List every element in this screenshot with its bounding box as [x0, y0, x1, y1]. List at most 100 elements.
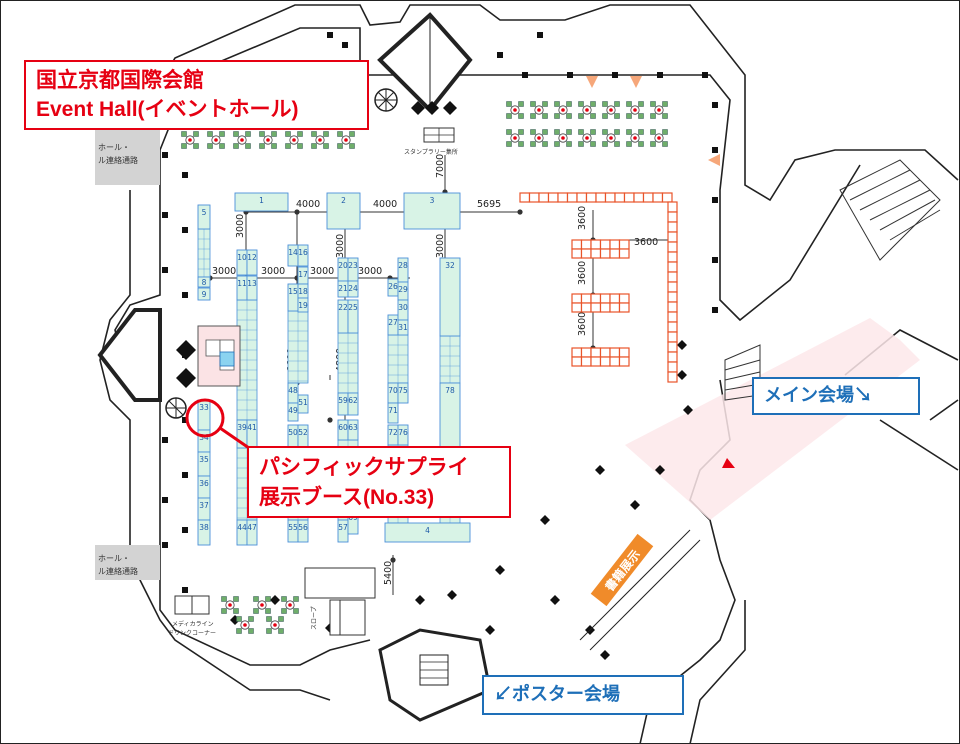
- poster-panel[interactable]: [609, 356, 621, 367]
- poster-panel[interactable]: [614, 192, 626, 203]
- poster-panel[interactable]: [576, 192, 588, 203]
- booth-5[interactable]: [197, 204, 211, 230]
- poster-panel[interactable]: [652, 192, 664, 203]
- poster-panel[interactable]: [580, 356, 592, 367]
- poster-panel[interactable]: [667, 201, 678, 213]
- poster-panel[interactable]: [590, 248, 602, 259]
- main-hall-link[interactable]: メイン会場↘: [752, 377, 920, 415]
- booth-47[interactable]: [246, 519, 258, 546]
- booth-25[interactable]: [347, 299, 359, 334]
- poster-panel[interactable]: [667, 221, 678, 233]
- poster-panel[interactable]: [519, 192, 531, 203]
- poster-panel[interactable]: [571, 302, 583, 313]
- booth-1[interactable]: [234, 192, 289, 212]
- poster-panel[interactable]: [618, 347, 630, 358]
- poster-panel[interactable]: [557, 192, 569, 203]
- poster-panel[interactable]: [609, 248, 621, 259]
- poster-panel[interactable]: [580, 239, 592, 250]
- poster-panel[interactable]: [609, 347, 621, 358]
- poster-panel[interactable]: [618, 356, 630, 367]
- poster-panel[interactable]: [618, 248, 630, 259]
- booth-62[interactable]: [347, 392, 359, 416]
- poster-panel[interactable]: [590, 293, 602, 304]
- booth-16[interactable]: [297, 244, 309, 267]
- poster-panel[interactable]: [599, 356, 611, 367]
- poster-panel[interactable]: [580, 302, 592, 313]
- booth-label: 57: [338, 523, 348, 532]
- poster-panel[interactable]: [667, 211, 678, 223]
- poster-panel[interactable]: [667, 291, 678, 303]
- poster-panel[interactable]: [595, 192, 607, 203]
- poster-panel[interactable]: [571, 239, 583, 250]
- poster-panel[interactable]: [599, 248, 611, 259]
- poster-panel[interactable]: [566, 192, 578, 203]
- booth-2[interactable]: [326, 192, 361, 230]
- poster-panel[interactable]: [599, 347, 611, 358]
- booth-3[interactable]: [403, 192, 461, 230]
- poster-panel[interactable]: [667, 331, 678, 343]
- poster-hall-link[interactable]: ↙ポスター会場: [482, 675, 684, 715]
- poster-panel[interactable]: [618, 239, 630, 250]
- poster-panel[interactable]: [604, 192, 616, 203]
- booth-38[interactable]: [197, 519, 211, 546]
- poster-panel[interactable]: [571, 356, 583, 367]
- poster-panel[interactable]: [667, 311, 678, 323]
- poster-panel[interactable]: [667, 231, 678, 243]
- booth-71[interactable]: [387, 402, 399, 424]
- poster-panel[interactable]: [618, 302, 630, 313]
- booth-19[interactable]: [297, 297, 309, 313]
- booth-51[interactable]: [297, 394, 309, 414]
- booth-9[interactable]: [197, 287, 211, 301]
- poster-panel[interactable]: [528, 192, 540, 203]
- poster-panel[interactable]: [667, 361, 678, 373]
- poster-panel[interactable]: [667, 321, 678, 333]
- poster-panel[interactable]: [618, 293, 630, 304]
- poster-panel[interactable]: [667, 301, 678, 313]
- poster-panel[interactable]: [667, 271, 678, 283]
- poster-panel[interactable]: [667, 241, 678, 253]
- poster-panel[interactable]: [571, 347, 583, 358]
- booth-24[interactable]: [347, 280, 359, 298]
- poster-panel[interactable]: [590, 302, 602, 313]
- poster-panel[interactable]: [585, 192, 597, 203]
- poster-panel[interactable]: [609, 239, 621, 250]
- poster-panel[interactable]: [599, 302, 611, 313]
- booth-63[interactable]: [347, 419, 359, 441]
- poster-panel[interactable]: [623, 192, 635, 203]
- poster-panel[interactable]: [590, 356, 602, 367]
- poster-panel[interactable]: [590, 347, 602, 358]
- poster-panel[interactable]: [590, 239, 602, 250]
- poster-panel[interactable]: [667, 281, 678, 293]
- booth-12[interactable]: [246, 249, 258, 276]
- poster-panel[interactable]: [580, 293, 592, 304]
- poster-panel[interactable]: [642, 192, 654, 203]
- poster-panel[interactable]: [580, 347, 592, 358]
- poster-panel[interactable]: [599, 239, 611, 250]
- booth-13[interactable]: [246, 275, 258, 301]
- poster-panel[interactable]: [599, 293, 611, 304]
- poster-panel[interactable]: [667, 341, 678, 353]
- poster-panel[interactable]: [667, 261, 678, 273]
- booth-4[interactable]: [384, 522, 471, 543]
- poster-panel[interactable]: [571, 248, 583, 259]
- poster-panel[interactable]: [538, 192, 550, 203]
- booth-76[interactable]: [397, 424, 409, 446]
- poster-panel[interactable]: [609, 293, 621, 304]
- poster-panel[interactable]: [667, 351, 678, 363]
- medical-label-2: ドリンクコーナー: [168, 630, 216, 637]
- pillar: [702, 72, 708, 78]
- poster-panel[interactable]: [609, 302, 621, 313]
- poster-panel[interactable]: [661, 192, 673, 203]
- booth-31[interactable]: [397, 319, 409, 336]
- poster-panel[interactable]: [667, 251, 678, 263]
- booth-75[interactable]: [397, 382, 409, 404]
- booth-56[interactable]: [297, 519, 309, 543]
- booth-label: 62: [348, 396, 358, 405]
- poster-panel[interactable]: [571, 293, 583, 304]
- poster-panel[interactable]: [580, 248, 592, 259]
- poster-panel[interactable]: [667, 371, 678, 383]
- poster-panel[interactable]: [633, 192, 645, 203]
- booth-8[interactable]: [197, 276, 211, 288]
- booth-32[interactable]: [439, 257, 461, 337]
- poster-panel[interactable]: [547, 192, 559, 203]
